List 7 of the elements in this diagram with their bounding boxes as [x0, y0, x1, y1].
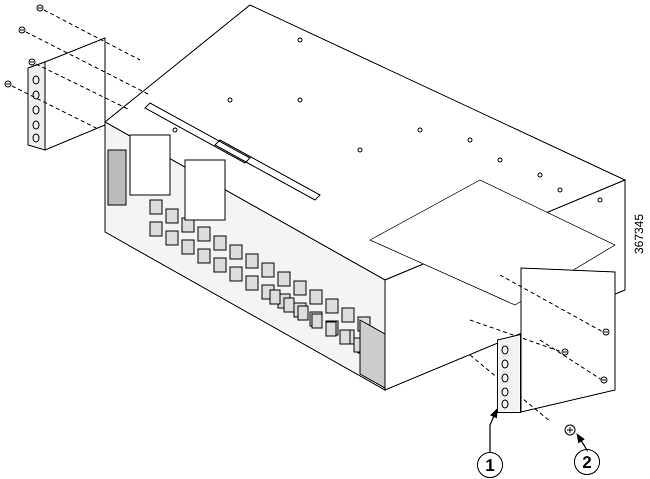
callout-number: 2 [574, 449, 600, 475]
mounting-bracket [497, 334, 521, 413]
callout-number: 1 [477, 452, 503, 478]
leader-line [576, 433, 588, 452]
screw [563, 423, 577, 437]
leader-line [489, 408, 498, 452]
figure-number: 367345 [633, 214, 646, 254]
